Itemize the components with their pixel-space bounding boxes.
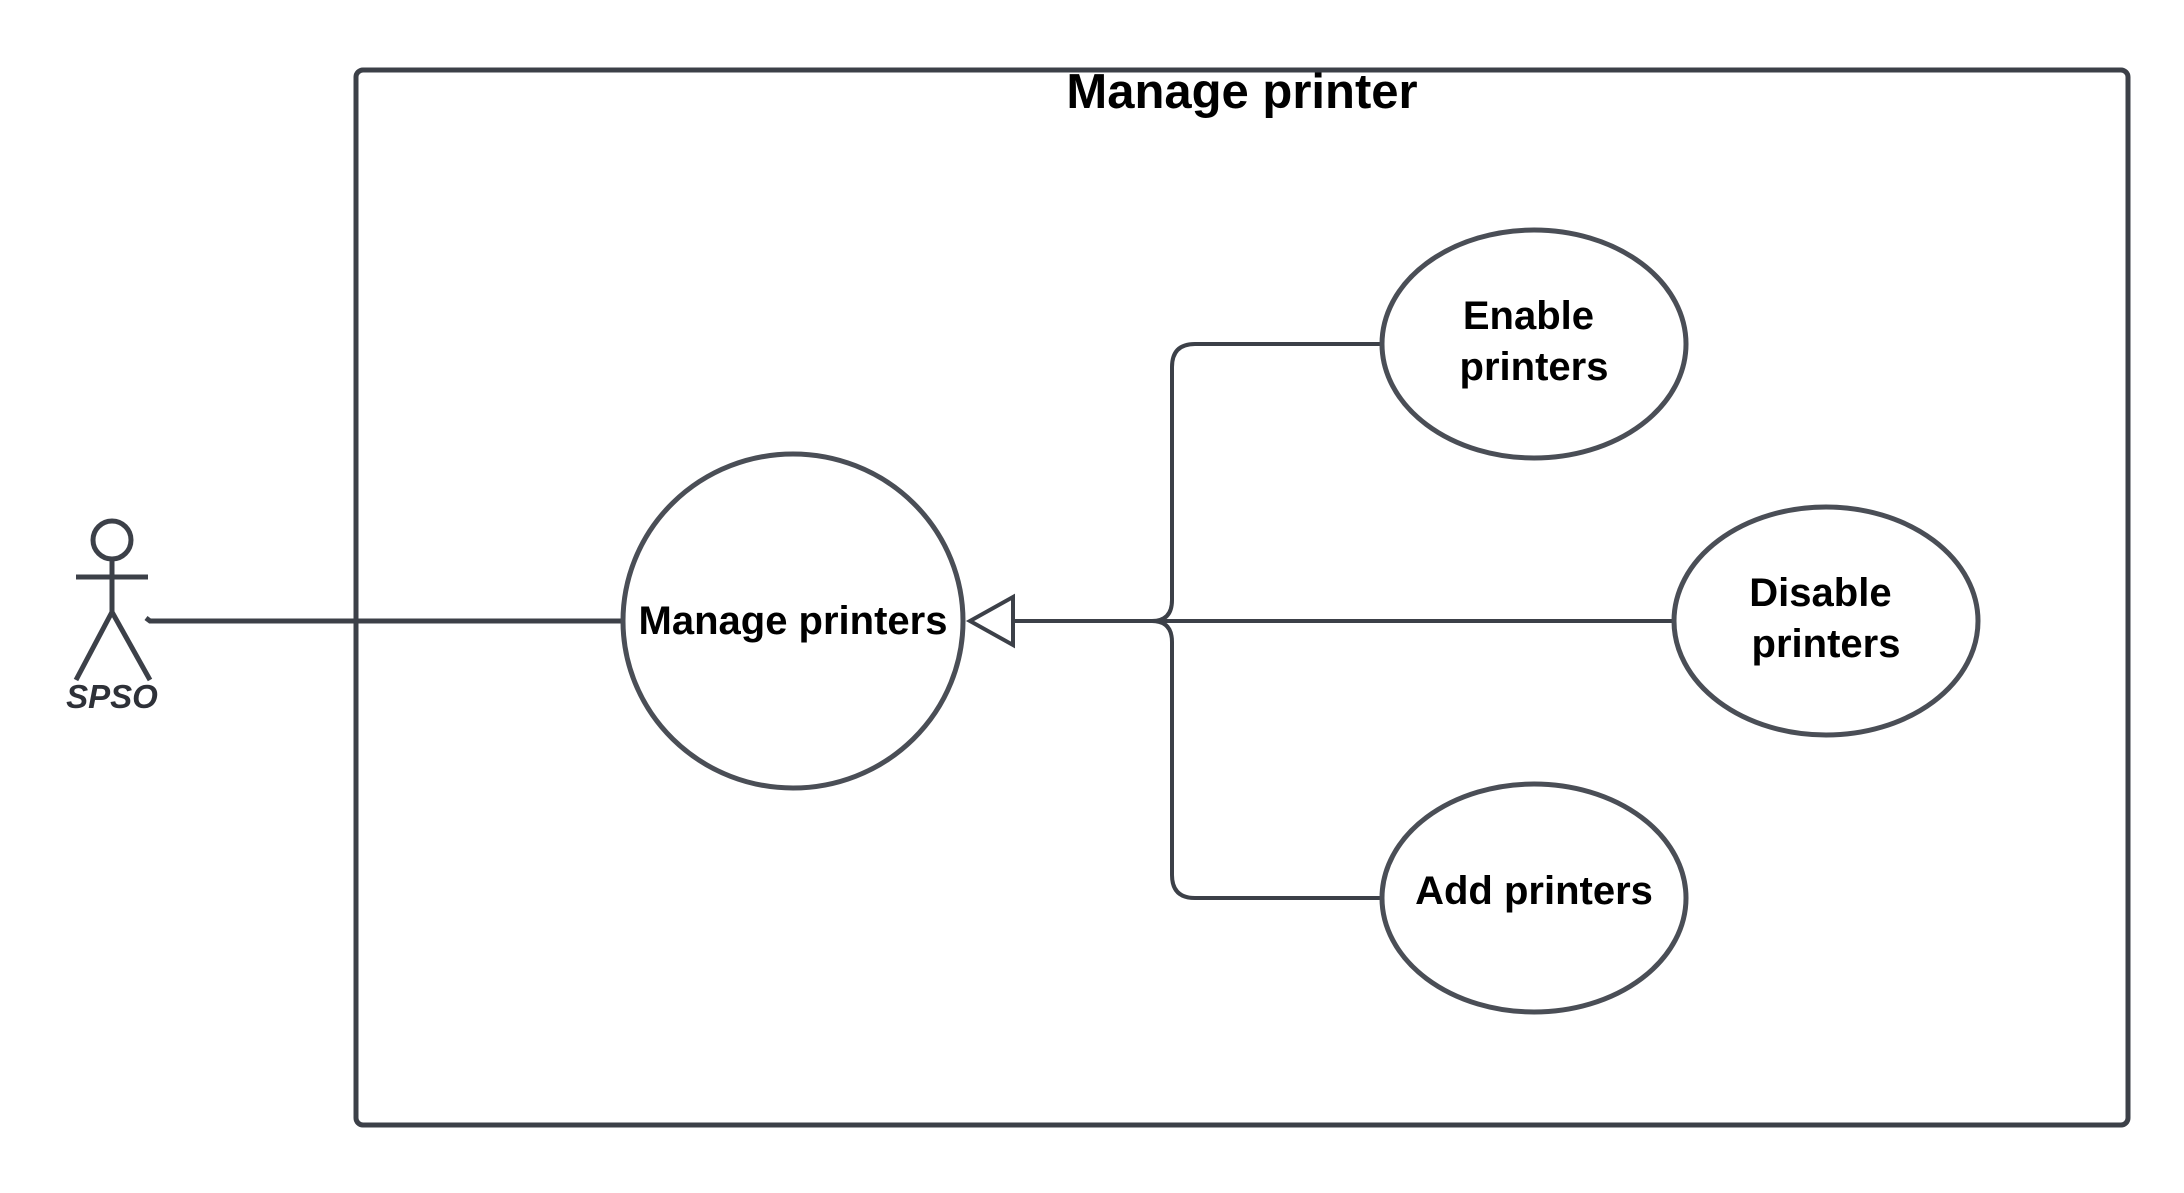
actor-head — [90, 518, 134, 562]
use-case-manage-printers[interactable]: Manage printers — [620, 451, 966, 791]
use-case-label: Enable printers — [1460, 294, 1609, 389]
system-title: Manage printer — [1066, 65, 1417, 119]
use-case-label: Manage printers — [639, 599, 948, 643]
actor-right-leg — [109, 610, 153, 682]
actor-label: SPSO — [66, 678, 158, 715]
use-case-add-printers[interactable]: Add printers — [1379, 781, 1689, 1015]
use-case-ellipse — [620, 451, 966, 791]
use-case-ellipse — [1671, 504, 1981, 738]
connector-enable — [1151, 342, 1382, 623]
actor-spso[interactable]: SPSO — [66, 518, 158, 715]
generalization-connectors[interactable] — [1013, 342, 1673, 900]
use-case-label-line: Disable — [1749, 571, 1891, 615]
use-case-label: Add printers — [1415, 869, 1653, 913]
use-case-disable-printers[interactable]: Disable printers — [1671, 504, 1981, 738]
use-case-enable-printers[interactable]: Enable printers — [1379, 227, 1689, 461]
use-case-label-line: Enable — [1463, 294, 1594, 338]
association-line[interactable] — [144, 616, 625, 624]
use-case-label-line: printers — [1752, 622, 1901, 666]
use-case-label-line: printers — [1460, 345, 1609, 389]
use-case-ellipse — [1379, 227, 1689, 461]
actor-left-leg — [73, 610, 115, 682]
use-case-label: Disable printers — [1749, 571, 1902, 666]
connector-add — [1151, 619, 1382, 900]
use-case-ellipse — [1379, 781, 1689, 1015]
generalization-arrowhead — [965, 593, 1015, 649]
